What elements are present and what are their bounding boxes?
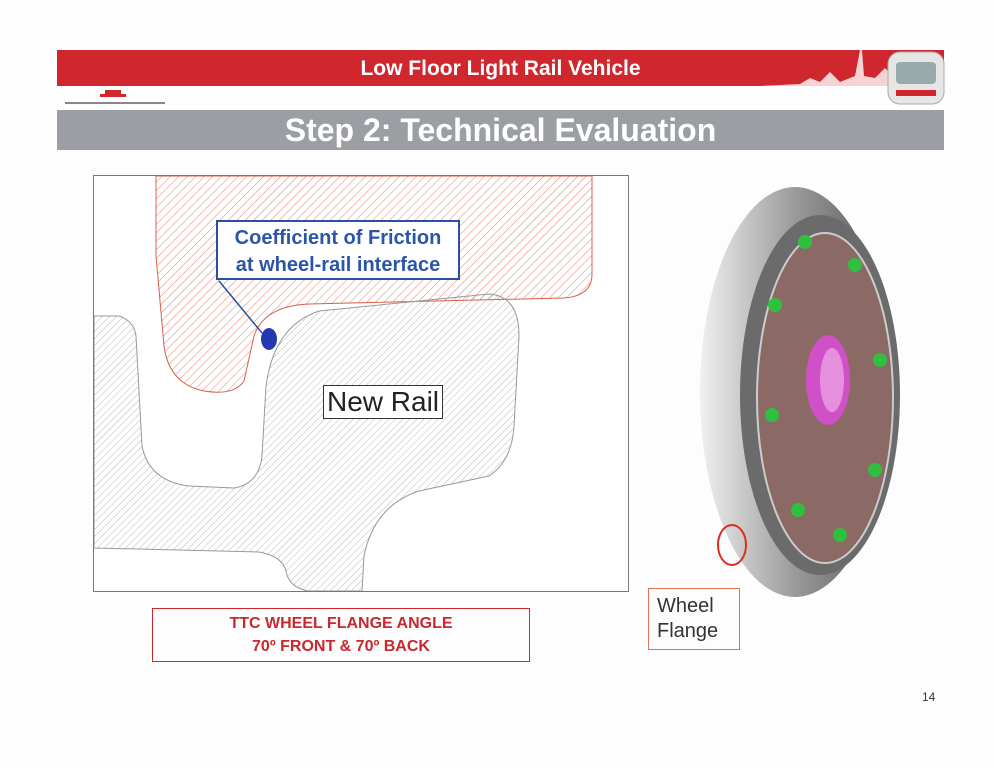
slide-title: Low Floor Light Rail Vehicle	[360, 57, 641, 80]
ttc-logo	[65, 90, 165, 104]
callout-line-1: Coefficient of Friction	[234, 227, 442, 249]
skyline-lrv-graphic	[760, 50, 945, 105]
flange-highlight-circle	[717, 524, 747, 566]
wheel-flange-line-2: Flange	[657, 620, 719, 642]
friction-callout: Coefficient of Friction at wheel-rail in…	[216, 220, 460, 280]
rail-label: New Rail	[323, 385, 444, 419]
flange-angle-box: TTC WHEEL FLANGE ANGLE 70º FRONT & 70º B…	[152, 608, 530, 662]
page-number: 14	[922, 690, 936, 704]
flange-angle-line-1: TTC WHEEL FLANGE ANGLE	[229, 615, 453, 632]
wheel-flange-label: Wheel Flange	[648, 588, 740, 650]
wheel-3d-render	[700, 187, 900, 597]
flange-angle-line-2: 70º FRONT & 70º BACK	[252, 638, 430, 655]
contact-point-marker	[261, 328, 277, 350]
wheel-flange-line-1: Wheel	[657, 595, 714, 617]
section-title: Step 2: Technical Evaluation	[284, 112, 717, 148]
section-bar: Step 2: Technical Evaluation	[57, 110, 944, 150]
title-bar: Low Floor Light Rail Vehicle	[57, 50, 944, 86]
callout-line-2: at wheel-rail interface	[235, 254, 441, 276]
rail-profile	[93, 293, 520, 592]
